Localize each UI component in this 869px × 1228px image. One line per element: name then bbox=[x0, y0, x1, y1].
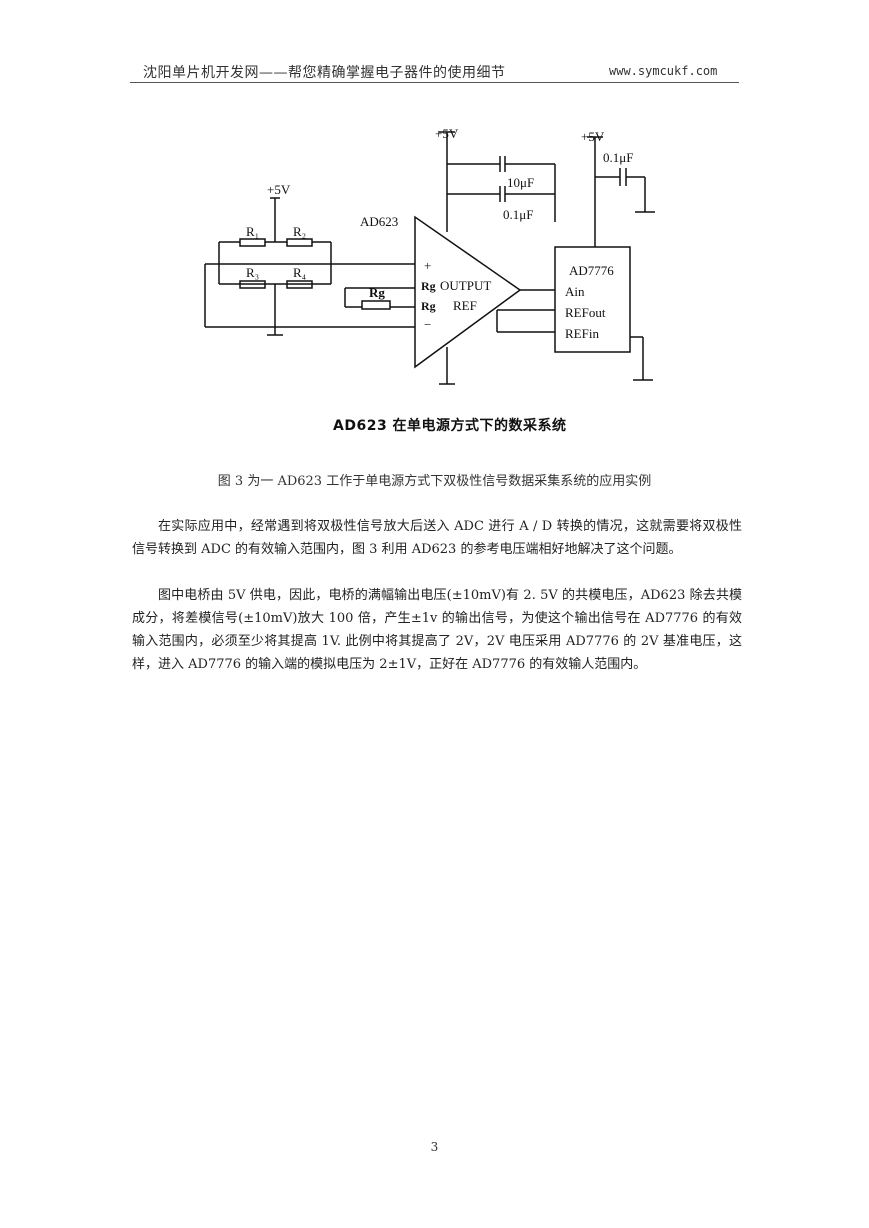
minus-input-label: − bbox=[424, 317, 431, 332]
page-number: 3 bbox=[430, 1140, 439, 1154]
rg-pin2-label: Rg bbox=[421, 299, 436, 313]
circuit-diagram: +5V +5V +5V AD623 R₁ R₂ R₃ R₄ Rg Rg Rg +… bbox=[204, 126, 655, 385]
refin-label: REFin bbox=[565, 326, 599, 341]
cap-adc-label: 0.1μF bbox=[603, 150, 633, 165]
r3-label: R₃ bbox=[246, 265, 259, 280]
amp-name-label: AD623 bbox=[360, 214, 398, 229]
diagram-caption: AD623 在单电源方式下的数采系统 bbox=[333, 418, 567, 434]
output-label: OUTPUT bbox=[440, 278, 491, 293]
r4-label: R₄ bbox=[293, 265, 307, 280]
rg-pin1-label: Rg bbox=[421, 279, 436, 293]
paragraph-2: 图中电桥由 5V 供电，因此，电桥的满幅输出电压(±10mV)有 2. 5V 的… bbox=[132, 588, 742, 672]
ref-label: REF bbox=[453, 298, 477, 313]
cap-01uf-label: 0.1μF bbox=[503, 207, 533, 222]
adc-name-label: AD7776 bbox=[569, 263, 614, 278]
paragraph-1: 在实际应用中，经常遇到将双极性信号放大后送入 ADC 进行 A / D 转换的情… bbox=[132, 519, 742, 557]
header-url[interactable]: www.symcukf.com bbox=[609, 64, 718, 78]
header-title: 沈阳单片机开发网——帮您精确掌握电子器件的使用细节 bbox=[143, 65, 506, 81]
bridge-vcc-label: +5V bbox=[267, 182, 291, 197]
ain-label: Ain bbox=[565, 284, 585, 299]
refout-label: REFout bbox=[565, 305, 606, 320]
rg-resistor-label: Rg bbox=[369, 285, 385, 300]
amp-vcc-label: +5V bbox=[435, 126, 459, 141]
r1-label: R₁ bbox=[246, 224, 259, 239]
adc-vcc-label: +5V bbox=[581, 129, 605, 144]
header-divider bbox=[130, 82, 739, 83]
cap-10uf-label: 10μF bbox=[507, 175, 534, 190]
plus-input-label: + bbox=[424, 258, 431, 273]
r2-label: R₂ bbox=[293, 224, 306, 239]
figure-caption: 图 3 为一 AD623 工作于单电源方式下双极性信号数据采集系统的应用实例 bbox=[217, 474, 652, 489]
